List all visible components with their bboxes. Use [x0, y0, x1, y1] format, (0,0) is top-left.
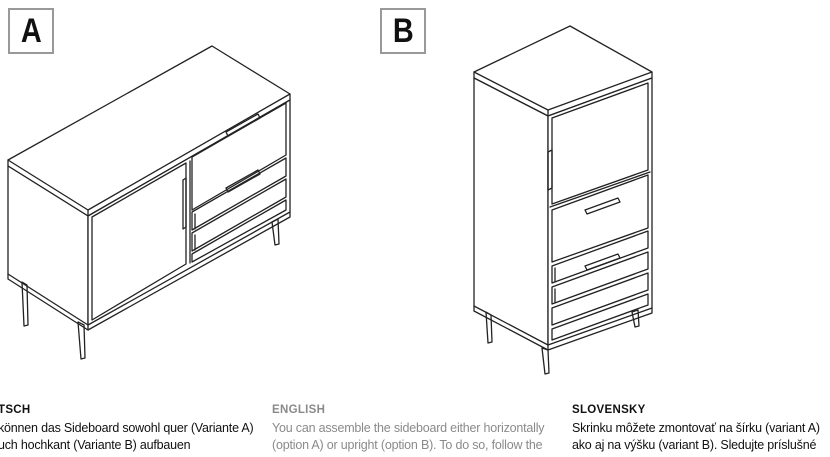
- slovak-column: SLOVENSKY Skrinku môžete zmontovať na ší…: [572, 402, 820, 454]
- slovak-line-2: ako aj na výšku (variant B). Sledujte pr…: [572, 438, 817, 452]
- slovak-line-1: Skrinku môžete zmontovať na šírku (varia…: [572, 421, 820, 435]
- option-b-letter: B: [392, 11, 414, 50]
- english-column: ENGLISH You can assemble the sideboard e…: [272, 402, 545, 454]
- german-column: TSCH können das Sideboard sowohl quer (V…: [0, 402, 254, 454]
- german-line-2: uch hochkant (Variante B) aufbauen: [0, 438, 191, 452]
- german-line-1: können das Sideboard sowohl quer (Varian…: [0, 421, 254, 435]
- option-b-label: B: [380, 8, 426, 54]
- sideboard-upright-illustration: [473, 25, 653, 375]
- english-heading: ENGLISH: [272, 404, 326, 416]
- slovak-heading: SLOVENSKY: [572, 404, 646, 416]
- english-line-2: (option A) or upright (option B). To do …: [272, 438, 543, 452]
- german-heading: TSCH: [0, 404, 31, 416]
- english-line-1: You can assemble the sideboard either ho…: [272, 421, 545, 435]
- option-a-label: A: [8, 8, 54, 54]
- option-a-letter: A: [20, 11, 42, 50]
- sideboard-horizontal-illustration: [7, 45, 291, 360]
- assembly-illustrations: [7, 25, 653, 375]
